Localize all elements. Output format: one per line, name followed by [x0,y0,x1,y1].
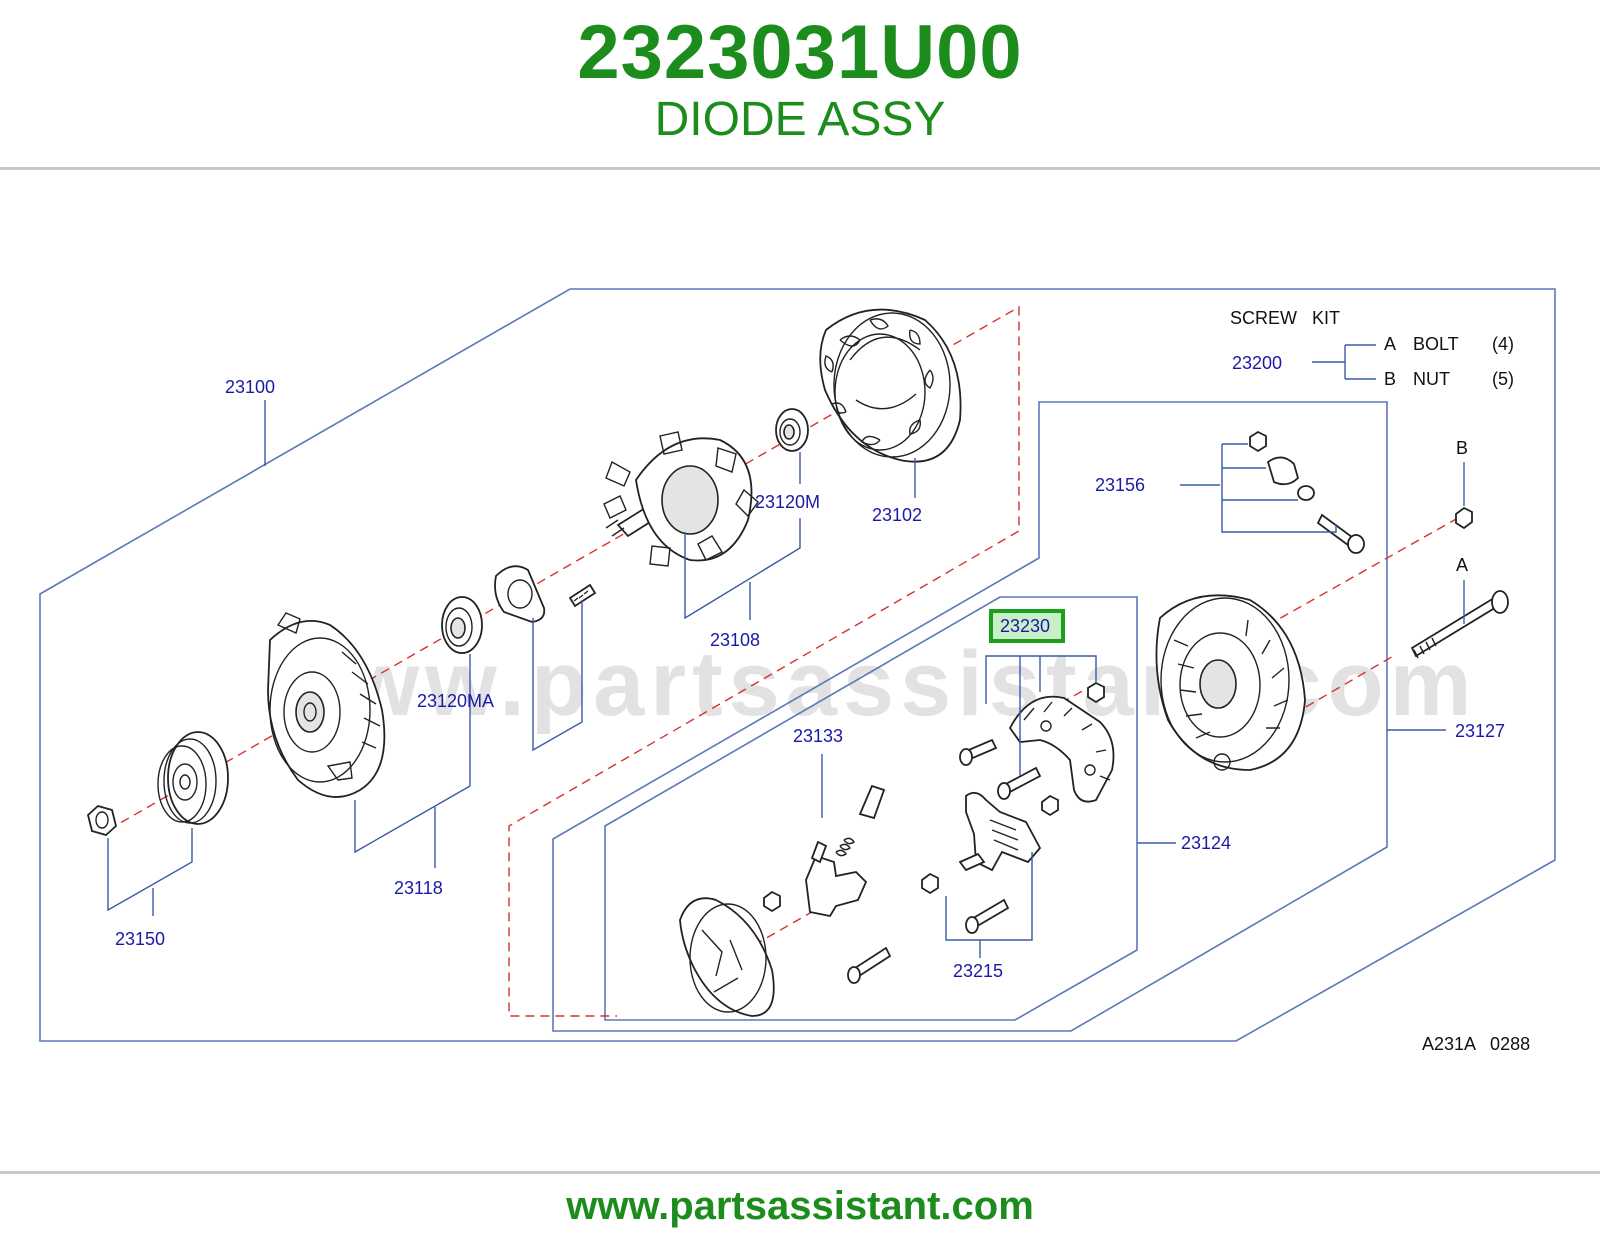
label-23150[interactable]: 23150 [115,929,165,949]
screw-kit-item-b-key: B [1384,369,1396,389]
terminal-nut-icon [1249,430,1267,453]
label-23120M[interactable]: 23120M [755,492,820,512]
leader-lines [107,344,1465,958]
rear-bearing-icon [775,408,809,452]
label-23100[interactable]: 23100 [225,377,275,397]
terminal-washer-icon [1297,485,1315,501]
label-23156[interactable]: 23156 [1095,475,1145,495]
label-23124[interactable]: 23124 [1181,833,1231,853]
regulator-icon [958,791,1042,872]
highlight-box-23230 [989,609,1065,643]
footer-divider [0,1171,1600,1174]
part-name-subtitle: DIODE ASSY [654,93,946,146]
label-23108[interactable]: 23108 [710,630,760,650]
screw-kit-item-b-name: NUT [1413,369,1450,389]
page-header: 2323031U00 DIODE ASSY [0,0,1600,168]
screw-kit-item-a-qty: (4) [1492,334,1514,354]
through-bolt-a-icon [1410,590,1509,659]
header-divider [0,167,1600,170]
screw-kit-item-a-name: BOLT [1413,334,1459,354]
screw-kit-item-b-qty: (5) [1492,369,1514,389]
label-23102[interactable]: 23102 [872,505,922,525]
label-23127[interactable]: 23127 [1455,721,1505,741]
rear-cover-icon [1155,594,1306,771]
parts-diagram: www.partsassistant.com [0,170,1600,1170]
front-housing-icon [267,612,386,798]
label-23133[interactable]: 23133 [793,726,843,746]
nut-b-icon [1455,506,1473,530]
diode-screw-icon [959,738,1059,817]
screw-kit-title: SCREW KIT [1230,308,1340,328]
diode-assy-icon [1008,681,1115,803]
exploded-view-svg: www.partsassistant.com [39,288,1556,1054]
assembly-frame-23100 [39,288,1556,1042]
label-23118[interactable]: 23118 [394,878,443,898]
screw-kit-legend: SCREW KIT 23200 A BOLT (4) B NUT (5) [1230,308,1514,389]
front-bearing-icon [441,596,483,654]
label-23230[interactable]: 23230 [1000,616,1050,636]
label-23215[interactable]: 23215 [953,961,1003,981]
terminal-bolt-icon [1316,513,1365,554]
bearing-retainer-icon [494,565,546,623]
callout-a: A [1456,555,1468,575]
label-23120MA[interactable]: 23120MA [417,691,494,711]
stator-icon [819,308,962,463]
rotor-icon [603,431,759,567]
diode-regulator-frame-23124 [604,596,1138,1021]
retainer-screw-icon [568,583,597,608]
rear-end-cover-icon [679,897,775,1017]
regulator-screw-icon [921,872,1010,934]
callout-b: B [1456,438,1468,458]
brush-holder-icon [805,784,886,918]
pulley-icon [157,731,229,825]
screw-kit-item-a-key: A [1384,334,1396,354]
screw-kit-code[interactable]: 23200 [1232,353,1282,373]
diagram-code: A231A 0288 [1422,1034,1530,1054]
brush-screw-icon [763,890,892,984]
nut-23150-icon [86,804,118,837]
rear-assembly-frame [552,401,1388,1032]
footer-site-link[interactable]: www.partsassistant.com [566,1184,1034,1228]
part-number-title: 2323031U00 [577,10,1023,95]
terminal-cap-icon [1266,456,1300,486]
